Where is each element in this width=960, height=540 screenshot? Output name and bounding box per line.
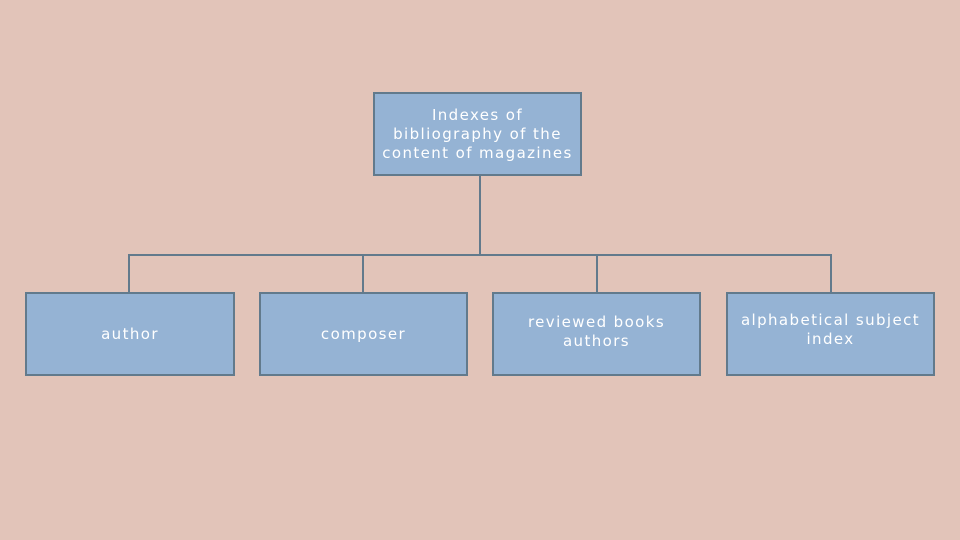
child-node-label: composer — [320, 324, 407, 343]
child-node-label: author — [101, 324, 159, 343]
root-node-label: Indexes of bibliography of the content o… — [382, 105, 573, 162]
child-node-composer: composer — [259, 292, 468, 376]
child-node-reviewed-books-authors: reviewed books authors — [492, 292, 701, 376]
child-node-label: reviewed books authors — [527, 313, 666, 350]
child-node-author: author — [25, 292, 235, 376]
root-node: Indexes of bibliography of the content o… — [373, 92, 582, 176]
child-node-alphabetical-subject-index: alphabetical subject index — [726, 292, 935, 376]
child-node-label: alphabetical subject index — [740, 311, 921, 348]
